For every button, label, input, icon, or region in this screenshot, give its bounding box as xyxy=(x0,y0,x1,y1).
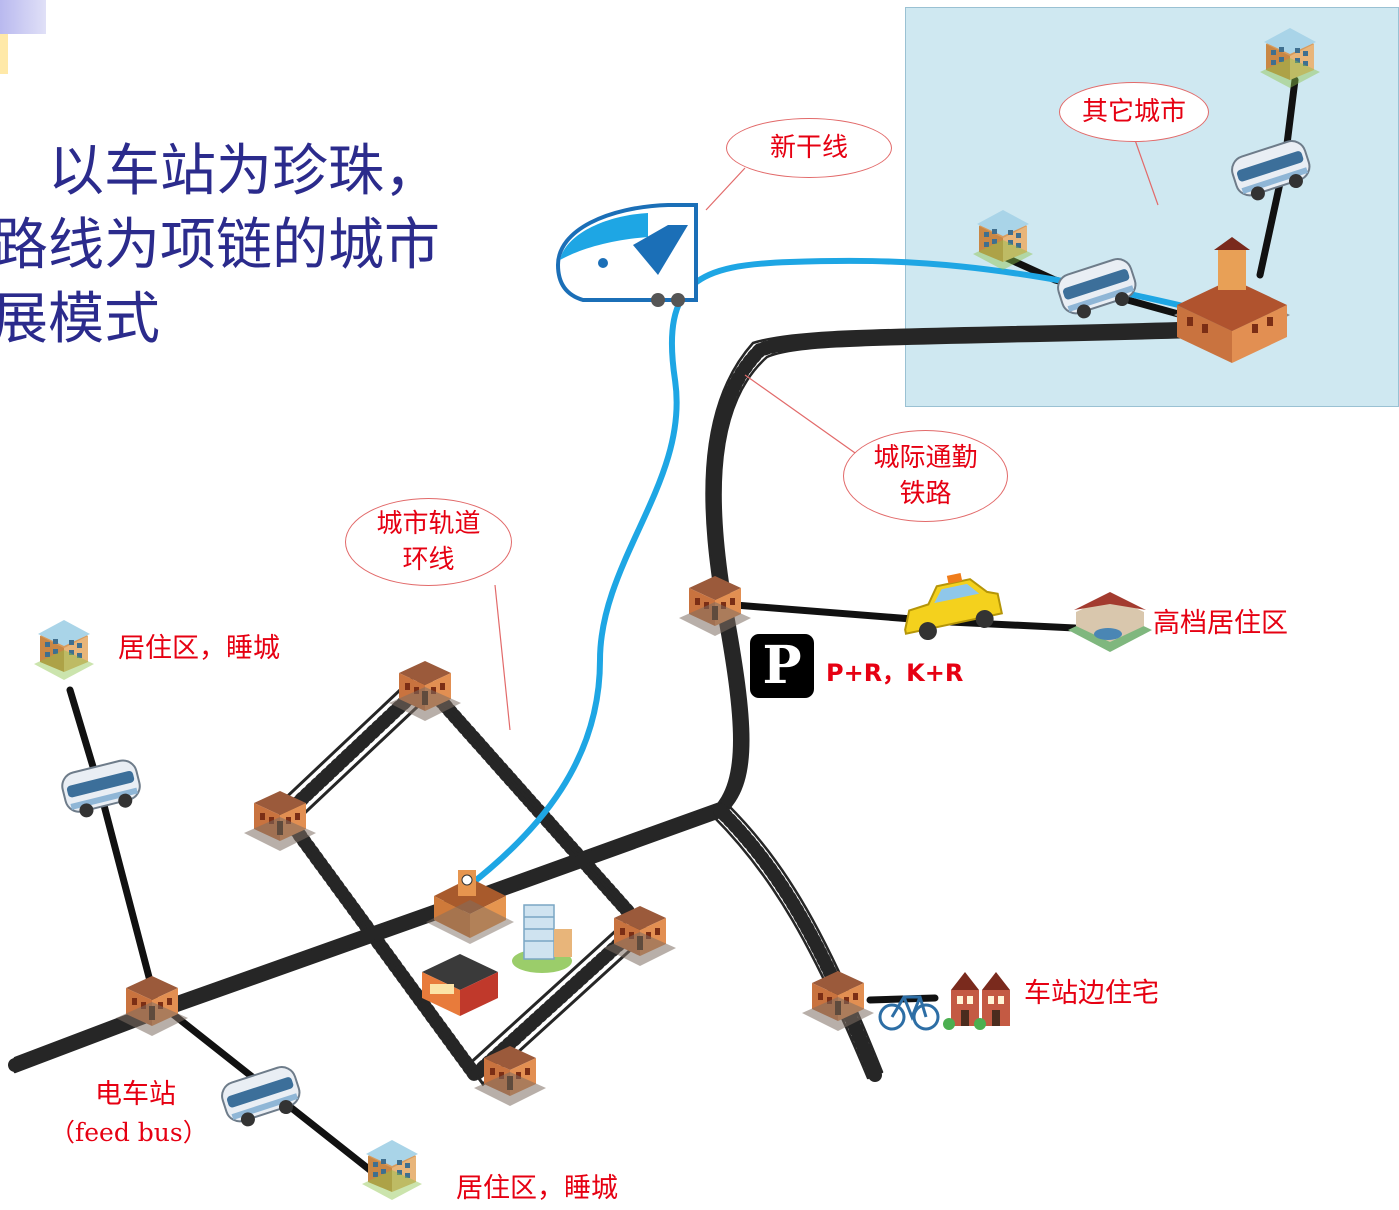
station-building-icon xyxy=(1174,237,1290,363)
callout-text: 环线 xyxy=(402,545,455,575)
apartment-building-icon xyxy=(973,210,1033,270)
title-line-2: 路线为项链的城市 xyxy=(0,213,440,278)
parking-icon: P xyxy=(750,634,814,698)
callout-text: 其它城市 xyxy=(1081,97,1186,127)
callout-other-city: 其它城市 xyxy=(1059,82,1209,142)
office-tower-icon xyxy=(512,904,572,973)
title-line-3: 展模式 xyxy=(0,287,160,352)
label-residential-bottom: 居住区，睡城 xyxy=(456,1173,618,1204)
apartment-building-icon xyxy=(1260,28,1320,88)
label-station-housing: 车站边住宅 xyxy=(1024,978,1159,1009)
apartment-building-icon xyxy=(362,1140,422,1200)
bus-icon xyxy=(58,756,146,823)
callout-city-rail-ring: 城市轨道 环线 xyxy=(345,498,512,586)
callout-text: 城市轨道 xyxy=(376,509,481,539)
townhouse-icon xyxy=(974,972,1010,1030)
apartment-building-icon xyxy=(34,620,94,680)
label-feed-bus: （feed bus） xyxy=(50,1118,208,1147)
townhouse-icon xyxy=(943,972,979,1030)
label-high-end-residential: 高档居住区 xyxy=(1153,608,1288,639)
bicycle-icon xyxy=(878,995,940,1031)
leader-new-trunk xyxy=(705,167,746,211)
bus-icon xyxy=(217,1062,307,1133)
central-station-icon xyxy=(426,870,514,944)
bus-icon xyxy=(1227,136,1317,207)
callout-text: 城际通勤 xyxy=(873,443,978,473)
rail-tracks xyxy=(8,321,1197,1087)
high-speed-line xyxy=(467,257,1203,888)
station-building-icon xyxy=(474,1046,546,1106)
callout-text: 铁路 xyxy=(899,479,952,509)
station-building-icon xyxy=(604,906,676,966)
taxi-icon xyxy=(904,573,1004,641)
callout-intercity-rail: 城际通勤 铁路 xyxy=(843,430,1008,522)
slide-corner-accent xyxy=(0,0,46,34)
mansion-icon xyxy=(1068,592,1152,652)
label-tram-station: 电车站 xyxy=(95,1079,176,1110)
shop-icon xyxy=(422,954,498,1016)
bullet-train-icon xyxy=(555,203,698,307)
label-park-ride: P+R，K+R xyxy=(826,659,964,687)
bus-icon xyxy=(1053,254,1143,325)
leader-intercity xyxy=(744,374,866,461)
label-residential-top: 居住区，睡城 xyxy=(118,633,280,664)
leader-ring xyxy=(494,584,511,731)
callout-new-trunk: 新干线 xyxy=(726,118,892,178)
station-building-icon xyxy=(802,971,874,1031)
slide-corner-accent-lower xyxy=(0,34,8,74)
callout-text: 新干线 xyxy=(769,133,848,163)
cross-rail xyxy=(8,323,1197,1082)
leader-other-city xyxy=(1134,139,1159,206)
title-line-1: 以车站为珍珠， xyxy=(48,139,440,204)
station-building-icon xyxy=(679,576,751,636)
